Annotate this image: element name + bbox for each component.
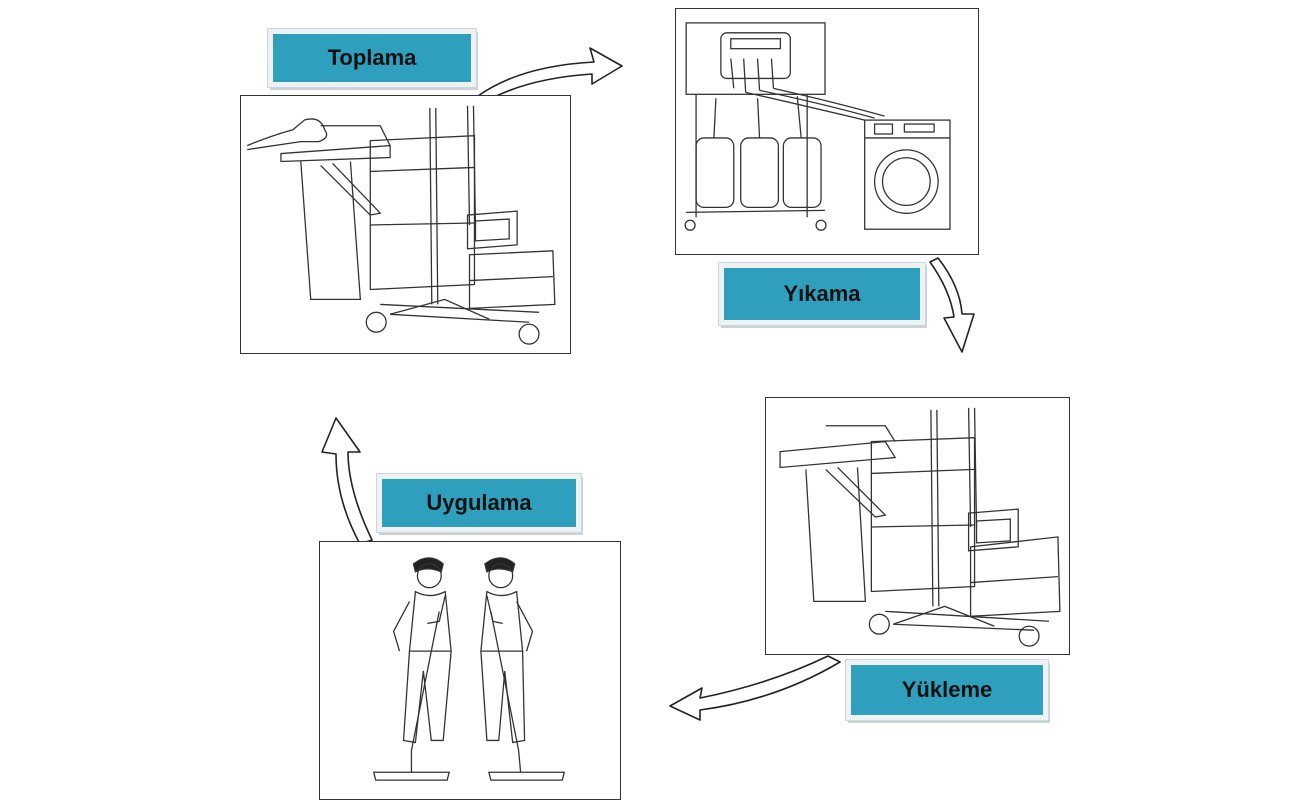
two-workers-mopping-icon — [372, 557, 566, 781]
arrow-uygulama-to-toplama — [321, 417, 373, 545]
cleaning-cart-with-hand-icon — [246, 105, 556, 345]
arrow-toplama-to-yikama — [477, 47, 623, 101]
arrow-yikama-to-yukleme — [929, 257, 975, 353]
step-label-yukleme: Yükleme — [845, 659, 1049, 721]
step-label-uygulama: Uygulama — [376, 473, 582, 533]
cleaning-cart-icon — [779, 407, 1061, 647]
uygulama-panel — [319, 541, 621, 800]
arrow-yukleme-to-uygulama — [669, 655, 841, 721]
dosing-unit-with-canisters-and-washing-machine-icon — [684, 22, 951, 231]
step-title-uygulama: Uygulama — [426, 490, 532, 515]
step-title-toplama: Toplama — [327, 45, 417, 70]
toplama-panel — [240, 95, 571, 354]
yikama-panel — [675, 8, 979, 255]
step-title-yukleme: Yükleme — [901, 677, 993, 702]
step-label-toplama: Toplama — [267, 28, 477, 88]
step-title-yikama: Yıkama — [783, 281, 861, 306]
yukleme-panel — [765, 397, 1070, 655]
step-label-yikama: Yıkama — [718, 262, 926, 326]
